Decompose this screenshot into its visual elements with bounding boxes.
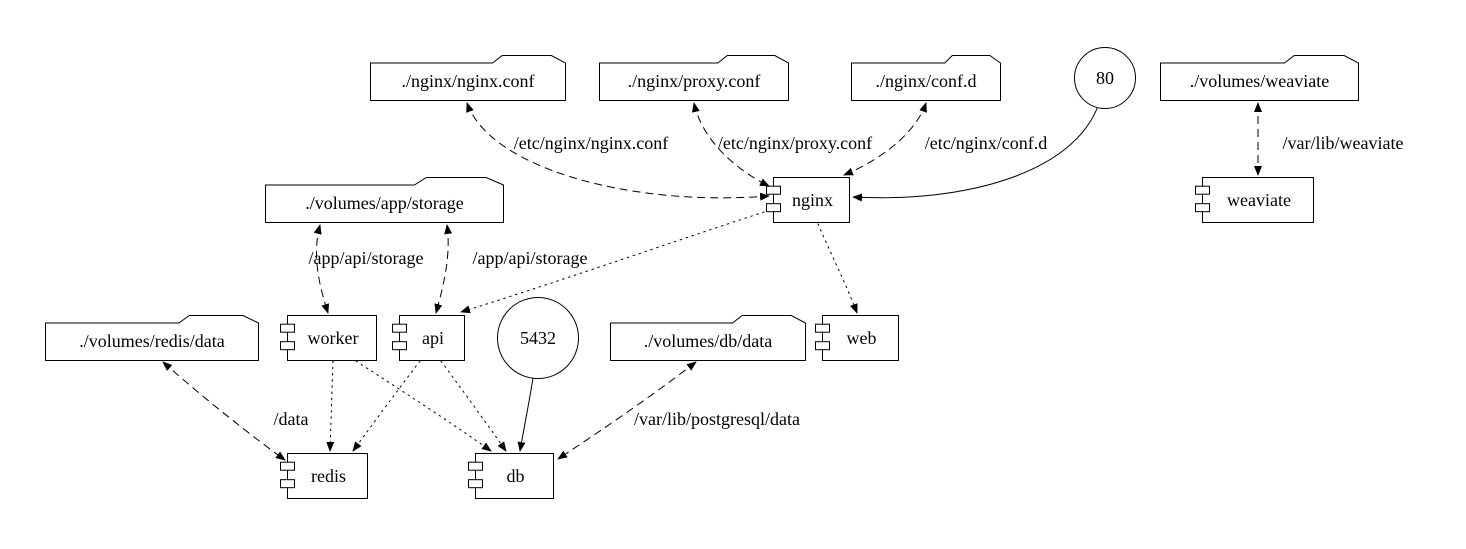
node-label: ./nginx/nginx.conf — [401, 70, 535, 91]
edge-label-etc-nginx-conf-d: /etc/nginx/conf.d — [924, 133, 1048, 153]
node-service-redis: redis — [280, 453, 368, 499]
node-shape — [265, 177, 504, 223]
edge-redisdata-mount — [162, 361, 286, 461]
edge-label-app-api-storage-worker: /app/api/storage — [308, 248, 424, 268]
node-service-nginx: nginx — [766, 177, 850, 223]
node-label: ./volumes/db/data — [643, 330, 773, 351]
node-label: worker — [307, 327, 359, 348]
edge-api-db-dep — [440, 360, 507, 452]
node-label: ./nginx/proxy.conf — [627, 70, 761, 91]
node-shape — [468, 453, 554, 499]
node-label: ./volumes/redis/data — [79, 330, 225, 351]
edge-worker-redis-dep — [326, 360, 335, 452]
node-label: ./volumes/app/storage — [305, 192, 464, 213]
node-folder-app-storage: ./volumes/app/storage — [265, 177, 504, 223]
edge-proxyconf-mount — [691, 102, 770, 187]
node-label: web — [846, 327, 877, 348]
node-port-80: 80 — [1074, 47, 1136, 109]
node-shape — [280, 453, 368, 499]
node-shape — [1160, 55, 1359, 101]
edge-port5432-db — [517, 377, 534, 452]
node-shape — [280, 315, 377, 361]
node-shape — [851, 55, 1001, 101]
node-label: redis — [311, 465, 346, 486]
node-label: 5432 — [520, 327, 556, 348]
node-label: api — [422, 327, 444, 348]
edge-label-data: /data — [273, 409, 309, 429]
node-service-weaviate: weaviate — [1195, 177, 1314, 223]
edge-label-app-api-storage-api: /app/api/storage — [472, 248, 588, 268]
node-label: ./volumes/weaviate — [1189, 70, 1330, 91]
edge-label-var-lib-weaviate: /var/lib/weaviate — [1282, 133, 1404, 153]
node-label: db — [506, 465, 525, 486]
edge-dbdata-mount — [557, 361, 697, 460]
node-folder-conf-d: ./nginx/conf.d — [851, 55, 1001, 101]
edge-worker-db-dep — [355, 360, 492, 452]
edge-appstorage-worker-mount — [313, 224, 330, 314]
node-folder-redis-data: ./volumes/redis/data — [45, 315, 259, 361]
node-service-worker: worker — [280, 315, 377, 361]
node-shape — [599, 55, 789, 101]
edge-nginx-web-dep — [817, 223, 858, 314]
node-folder-db-data: ./volumes/db/data — [610, 315, 806, 361]
edge-nginxconf-mount — [466, 102, 770, 201]
node-service-web: web — [815, 315, 899, 361]
node-shape — [45, 315, 259, 361]
edge-appstorage-api-mount — [434, 224, 453, 314]
edge-label-var-lib-postgresql-data: /var/lib/postgresql/data — [634, 409, 800, 429]
edge-api-redis-dep — [352, 360, 421, 452]
node-folder-weaviate: ./volumes/weaviate — [1160, 55, 1359, 101]
node-label: nginx — [791, 189, 833, 210]
node-label: weaviate — [1227, 189, 1291, 210]
node-folder-proxy-conf: ./nginx/proxy.conf — [599, 55, 789, 101]
node-shape — [370, 55, 566, 101]
node-shape — [815, 315, 899, 361]
edge-label-etc-nginx-proxy-conf: /etc/nginx/proxy.conf — [717, 133, 873, 153]
edge-label-etc-nginx-nginx-conf: /etc/nginx/nginx.conf — [513, 133, 669, 153]
node-shape — [766, 177, 850, 223]
node-label: 80 — [1096, 67, 1114, 88]
node-shape — [392, 315, 465, 361]
edge-port80-nginx — [852, 105, 1099, 202]
node-shape — [1195, 177, 1314, 223]
node-service-api: api — [392, 315, 465, 361]
node-service-db: db — [468, 453, 554, 499]
node-label: ./nginx/conf.d — [875, 70, 977, 91]
node-shape — [610, 315, 806, 361]
node-port-5432: 5432 — [497, 297, 579, 379]
edge-confd-mount — [843, 102, 927, 176]
node-folder-nginx-conf: ./nginx/nginx.conf — [370, 55, 566, 101]
